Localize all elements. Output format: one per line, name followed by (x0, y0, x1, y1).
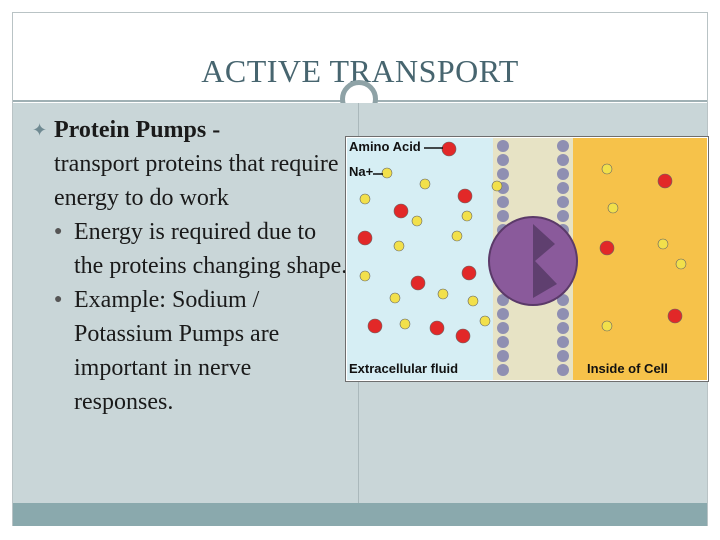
footer-bar (13, 503, 707, 526)
sodium-particle (399, 318, 411, 330)
pump-protein-channel (533, 224, 557, 298)
phospholipid-head (497, 210, 509, 222)
phospholipid-head (557, 364, 569, 376)
legend-amino-acid: Amino Acid (349, 139, 421, 154)
bullet-text: transport proteins that require energy t… (54, 151, 339, 211)
particles (357, 141, 687, 344)
bullet-marker-icon: ✦ (32, 120, 48, 140)
sodium-particle (451, 230, 463, 242)
sodium-particle (411, 215, 423, 227)
sodium-particle (389, 292, 401, 304)
active-transport-figure: Amino Acid Na+ Extracellular fluid Insid… (345, 136, 709, 382)
phospholipid-head (497, 168, 509, 180)
sodium-particle (467, 295, 479, 307)
sodium-particle (601, 320, 613, 332)
label-extracellular: Extracellular fluid (349, 361, 458, 376)
sodium-particle (437, 288, 449, 300)
amino-acid-particle (357, 230, 373, 246)
phospholipid-head (497, 364, 509, 376)
sodium-particle (675, 258, 687, 270)
phospholipid-head (557, 196, 569, 208)
subpoint-text: Example: Sodium / Potassium Pumps are im… (74, 287, 280, 415)
bullet-heading: Protein Pumps - (54, 117, 221, 143)
phospholipid-head (497, 196, 509, 208)
subpoint-dot-icon: ● (54, 224, 63, 239)
phospholipid-head (557, 308, 569, 320)
subpoint-energy: ● Energy is required due to the proteins… (18, 215, 348, 283)
amino-acid-particle (393, 203, 409, 219)
amino-acid-particle (457, 188, 473, 204)
amino-acid-particle (429, 320, 445, 336)
phospholipid-head (557, 322, 569, 334)
sodium-particle (381, 167, 393, 179)
sodium-particle (419, 178, 431, 190)
phospholipid-head (557, 350, 569, 362)
sodium-particle (359, 270, 371, 282)
phospholipid-head (497, 308, 509, 320)
phospholipid-head (497, 322, 509, 334)
amino-acid-particle (599, 240, 615, 256)
phospholipid-head (557, 140, 569, 152)
subpoint-example: ● Example: Sodium / Potassium Pumps are … (18, 283, 348, 419)
sodium-particle (479, 315, 491, 327)
phospholipid-head (557, 336, 569, 348)
amino-acid-particle (455, 328, 471, 344)
sodium-particle (491, 180, 503, 192)
sodium-particle (461, 210, 473, 222)
phospholipid-head (557, 154, 569, 166)
sodium-particle (601, 163, 613, 175)
phospholipid-head (497, 140, 509, 152)
phospholipid-head (497, 154, 509, 166)
sodium-particle (607, 202, 619, 214)
inside-cell-region (563, 138, 707, 380)
phospholipid-head (497, 336, 509, 348)
phospholipid-head (557, 168, 569, 180)
amino-acid-particle (441, 141, 457, 157)
bullet-text-block: ✦ Protein Pumps - transport proteins tha… (18, 113, 348, 419)
label-inside-cell: Inside of Cell (587, 361, 668, 376)
sodium-particle (393, 240, 405, 252)
phospholipid-head (557, 210, 569, 222)
subpoint-dot-icon: ● (54, 292, 63, 307)
amino-acid-particle (367, 318, 383, 334)
amino-acid-particle (667, 308, 683, 324)
phospholipid-head (557, 182, 569, 194)
amino-acid-particle (657, 173, 673, 189)
bullet-protein-pumps: ✦ Protein Pumps - transport proteins tha… (18, 113, 348, 215)
legend-sodium: Na+ (349, 164, 374, 179)
sodium-particle (657, 238, 669, 250)
sodium-particle (359, 193, 371, 205)
amino-acid-particle (461, 265, 477, 281)
phospholipid-head (497, 350, 509, 362)
subpoint-text: Energy is required due to the proteins c… (74, 219, 348, 279)
amino-acid-particle (410, 275, 426, 291)
